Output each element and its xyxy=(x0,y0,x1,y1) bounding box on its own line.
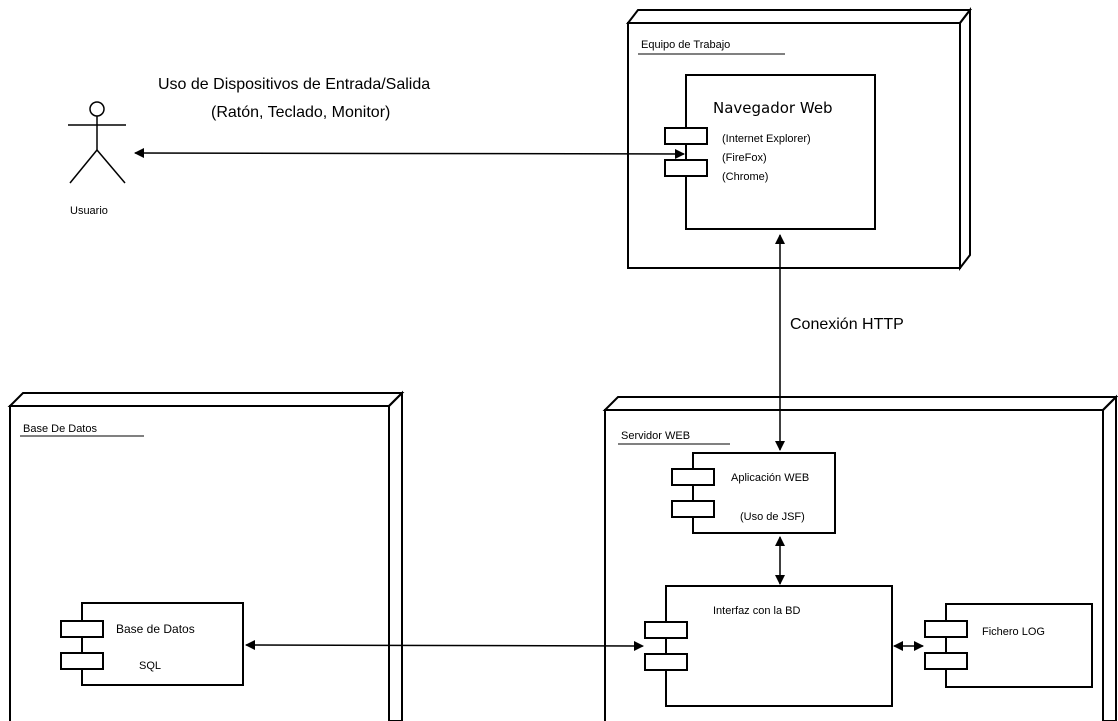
connector-bd-interfaz xyxy=(245,640,644,651)
actor-label: Usuario xyxy=(70,205,108,217)
navegador-item-chrome: (Chrome) xyxy=(722,171,769,183)
aplicacion-web-detail: (Uso de JSF) xyxy=(740,511,805,523)
component-navegador-web xyxy=(664,74,876,230)
navegador-item-firefox: (FireFox) xyxy=(722,152,767,164)
bd-component-name: Base de Datos xyxy=(116,622,195,636)
component-base-de-datos xyxy=(60,602,244,686)
bd-component-detail: SQL xyxy=(139,660,162,672)
interfaz-name: Interfaz con la BD xyxy=(713,605,801,617)
node-servidor-web xyxy=(602,394,1118,721)
bd-title: Base De Datos xyxy=(23,423,97,435)
fichero-log-name: Fichero LOG xyxy=(982,626,1045,638)
aplicacion-web-name: Aplicación WEB xyxy=(731,472,810,484)
navegador-web-name: Navegador Web xyxy=(713,99,833,117)
actor-usuario xyxy=(68,101,126,184)
http-label: Conexión HTTP xyxy=(790,316,904,333)
node-base-de-datos xyxy=(7,390,405,721)
node-equipo-de-trabajo xyxy=(625,7,973,271)
navegador-item-ie: (Internet Explorer) xyxy=(722,133,811,145)
component-aplicacion-web xyxy=(671,452,836,534)
connector-usuario-navegador xyxy=(134,148,685,159)
servidor-title: Servidor WEB xyxy=(621,430,691,442)
equipo-title: Equipo de Trabajo xyxy=(641,39,731,51)
io-label-line2: (Ratón, Teclado, Monitor) xyxy=(211,104,391,121)
io-label-line1: Uso de Dispositivos de Entrada/Salida xyxy=(158,76,431,93)
component-interfaz-bd xyxy=(644,585,893,707)
component-fichero-log xyxy=(924,603,1093,688)
